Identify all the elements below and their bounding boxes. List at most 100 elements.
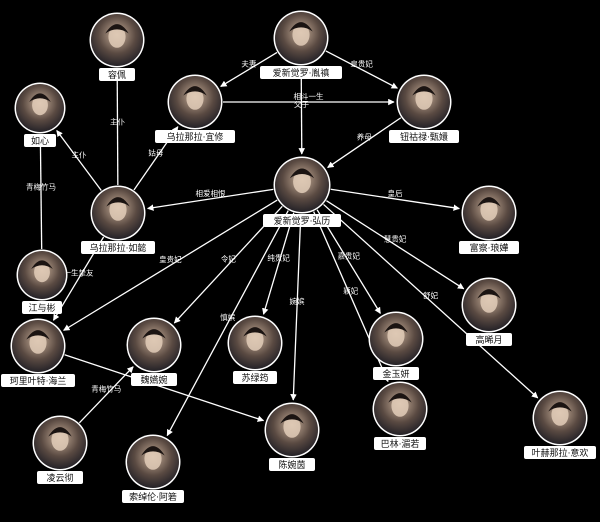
node-rongpei: 容佩 xyxy=(89,12,145,81)
node-name: 爱新觉罗·弘历 xyxy=(274,215,331,227)
name-label-box xyxy=(233,371,277,384)
portrait-hair xyxy=(31,260,53,269)
portrait-face xyxy=(32,95,48,116)
portrait-face xyxy=(246,328,264,351)
name-label-box xyxy=(466,333,512,346)
portrait-hair xyxy=(384,323,408,333)
edge-label: 一生挚友 xyxy=(64,268,94,278)
edge-line xyxy=(37,135,44,250)
name-label-box xyxy=(260,66,342,79)
node-name: 陈婉茵 xyxy=(278,459,305,471)
edge-line xyxy=(262,212,295,315)
edge-label: 主仆 xyxy=(110,116,125,126)
node-name: 珂里叶特·海兰 xyxy=(10,375,67,387)
node-ruyi: 乌拉那拉·如懿 xyxy=(81,185,155,254)
node-lingyunche: 凌云彻 xyxy=(32,415,88,484)
portrait-face xyxy=(415,87,433,110)
portrait-hair xyxy=(477,197,501,207)
portrait-face xyxy=(34,262,50,283)
edge-line xyxy=(325,50,398,89)
edge-label: 主仆 xyxy=(72,150,87,160)
portrait-face xyxy=(51,428,69,451)
name-label-box xyxy=(1,374,75,387)
node-name: 叶赫那拉·意欢 xyxy=(532,447,589,459)
edge-label: 青梅竹马 xyxy=(26,181,56,191)
portrait-hair xyxy=(280,414,304,424)
edge-line xyxy=(316,209,381,314)
edge-line xyxy=(113,69,121,186)
edge-line xyxy=(290,213,302,401)
edge-line xyxy=(64,354,265,422)
portrait-hair xyxy=(141,446,165,456)
node-name: 爱新觉罗·胤禛 xyxy=(273,67,330,79)
portrait-hair xyxy=(26,330,50,340)
edge-line xyxy=(298,65,305,155)
portrait-face xyxy=(283,415,301,438)
node-ruxin: 如心 xyxy=(14,82,66,147)
name-label-box xyxy=(389,130,459,143)
name-label-box xyxy=(374,437,426,450)
portrait-face xyxy=(145,330,163,353)
node-name: 容佩 xyxy=(108,69,126,81)
edge-label: 令妃 xyxy=(221,254,236,264)
node-yinzhen: 爱新觉罗·胤禛 xyxy=(260,10,342,79)
node-name: 凌云彻 xyxy=(46,472,73,484)
name-label-box xyxy=(373,367,419,380)
edge-line xyxy=(330,188,460,211)
edge-label: 皇贵妃 xyxy=(350,59,373,69)
portrait-face xyxy=(480,290,498,313)
node-gaoxiyue: 高晞月 xyxy=(461,277,517,346)
edge-line xyxy=(78,366,134,424)
name-label-box xyxy=(122,490,184,503)
edge-label: 养母 xyxy=(357,132,372,142)
name-label-box xyxy=(155,130,235,143)
edge-label: 嘉贵妃 xyxy=(337,251,360,261)
portrait-hair xyxy=(289,22,313,32)
portrait-face xyxy=(144,447,162,470)
portrait-face xyxy=(186,87,204,110)
nodes-layer: 容佩爱新觉罗·胤禛如心乌拉那拉·宜修钮祜禄·甄嬛爱新觉罗·弘历富察·琅嬅乌拉那拉… xyxy=(1,10,596,503)
portrait-face xyxy=(109,198,127,221)
edge-line xyxy=(220,51,278,88)
edge-label: 慎嫔 xyxy=(220,312,235,322)
node-name: 魏嬿婉 xyxy=(140,374,167,386)
portrait-hair xyxy=(105,24,129,34)
node-langhua: 富察·琅嬅 xyxy=(459,185,519,254)
portrait-hair xyxy=(477,289,501,299)
name-label-box xyxy=(81,241,155,254)
node-name: 如心 xyxy=(31,135,49,147)
name-label-box xyxy=(99,68,135,81)
portrait-face xyxy=(292,23,310,46)
edge-label: 婉嫔 xyxy=(290,296,305,306)
edge-line xyxy=(326,200,465,290)
edge-label: 父子 xyxy=(294,100,309,109)
node-balinmeiruo: 巴林·湄若 xyxy=(372,381,428,450)
portrait-face xyxy=(391,394,409,417)
portrait-hair xyxy=(548,402,572,412)
node-name: 索绰伦·阿箬 xyxy=(129,491,177,503)
node-asuo: 索绰伦·阿箬 xyxy=(122,434,184,503)
node-jiangyubin: 江与彬 xyxy=(16,249,68,314)
portrait-face xyxy=(480,198,498,221)
portrait-face xyxy=(293,170,311,194)
portrait-face xyxy=(387,324,405,347)
node-name: 江与彬 xyxy=(28,302,55,314)
portrait-hair xyxy=(243,327,267,337)
node-yixiu: 乌拉那拉·宜修 xyxy=(155,74,235,143)
node-yehelayixin: 叶赫那拉·意欢 xyxy=(524,390,596,459)
edge-label: 颖妃 xyxy=(343,286,358,296)
edge-line xyxy=(63,199,278,331)
portrait-hair xyxy=(388,393,412,403)
edge-label: 慧贵妃 xyxy=(384,234,407,244)
node-weiyanwan: 魏嬿婉 xyxy=(126,317,182,386)
portrait-hair xyxy=(106,197,130,207)
node-hongli: 爱新觉罗·弘历 xyxy=(263,156,341,227)
node-hailan: 珂里叶特·海兰 xyxy=(1,318,75,387)
edge-label: 姑母 xyxy=(148,147,163,157)
portrait-face xyxy=(108,25,126,48)
name-label-box xyxy=(131,373,177,386)
name-label-box xyxy=(22,301,62,314)
edge-line xyxy=(327,117,402,169)
